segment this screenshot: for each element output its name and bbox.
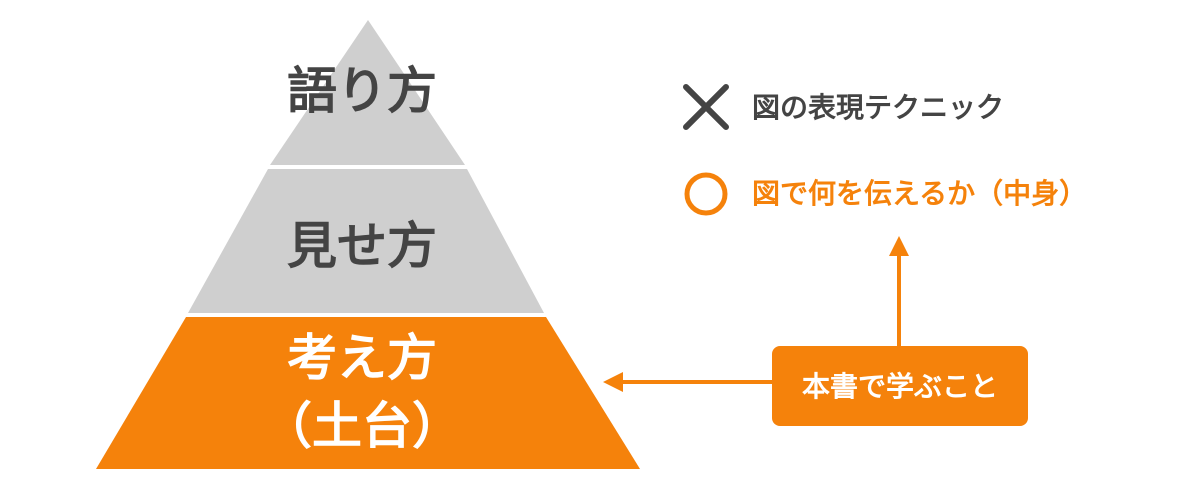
arrow-left-head (603, 372, 623, 392)
legend-yes-label: 図で何を伝えるか（中身） (752, 177, 1087, 210)
base-tier-label-line1: 考え方 (287, 329, 437, 387)
circle-icon (684, 172, 728, 216)
base-tier-label-line2: （土台） (262, 397, 462, 455)
legend-not-label: 図の表現テクニック (752, 91, 1004, 124)
callout-box: 本書で学ぶこと (772, 346, 1028, 426)
cross-icon (683, 84, 729, 130)
top-tier-label: 語り方 (287, 62, 437, 120)
pyramid-top-tier (270, 20, 465, 165)
pyramid-middle-tier (188, 169, 544, 313)
arrow-up-head (889, 236, 909, 256)
callout-label: 本書で学ぶこと (802, 370, 998, 403)
legend: 図の表現テクニック 図で何を伝えるか（中身） (683, 84, 1087, 216)
pyramid: 語り方 見せ方 考え方 （土台） (96, 20, 640, 469)
arrows (603, 236, 909, 392)
pyramid-base-tier (96, 317, 640, 469)
middle-tier-label: 見せ方 (287, 217, 437, 275)
